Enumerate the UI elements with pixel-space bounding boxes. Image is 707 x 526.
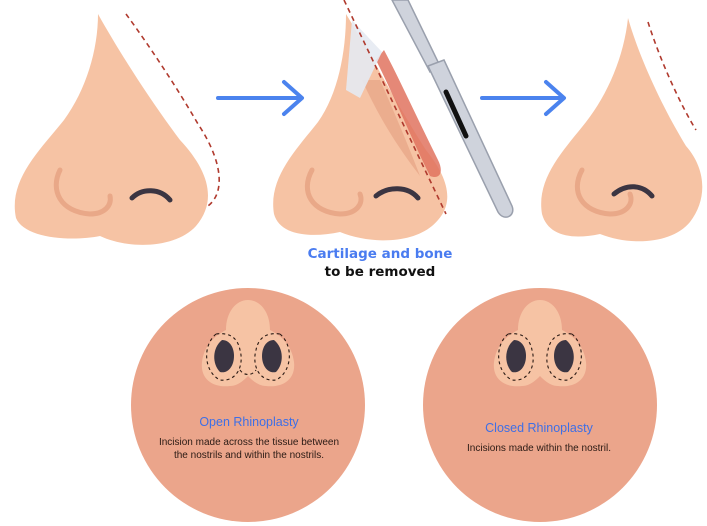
nostril bbox=[214, 340, 234, 373]
incision-line bbox=[239, 369, 257, 376]
closed-rhinoplasty-text: Closed Rhinoplasty Incisions made within… bbox=[444, 421, 634, 456]
open-rhinoplasty-description: Incision made across the tissue between … bbox=[158, 437, 340, 461]
nostril bbox=[611, 184, 655, 199]
nostril bbox=[129, 188, 173, 203]
nose-bottom-view bbox=[493, 300, 587, 387]
dashed-profile-line bbox=[125, 13, 220, 207]
closed-rhinoplasty-panel bbox=[423, 288, 657, 522]
nostril bbox=[262, 340, 282, 373]
closed-rhinoplasty-description: Incisions made within the nostril. bbox=[467, 443, 611, 454]
caption-title: Cartilage and bone bbox=[307, 246, 453, 262]
open-rhinoplasty-panel bbox=[131, 288, 365, 522]
nose-procedure bbox=[273, 0, 448, 241]
dashed-profile-line bbox=[647, 21, 697, 131]
open-rhinoplasty-text: Open Rhinoplasty Incision made across th… bbox=[154, 415, 344, 462]
nostril bbox=[373, 186, 421, 201]
scalpel-icon bbox=[391, 0, 514, 218]
arrow-right-icon bbox=[216, 80, 304, 116]
cartilage-region bbox=[376, 50, 441, 178]
caption-subtitle: to be removed bbox=[324, 264, 436, 280]
open-rhinoplasty-title: Open Rhinoplasty bbox=[199, 415, 299, 429]
arrow-right-icon bbox=[480, 80, 566, 116]
nostril bbox=[554, 340, 574, 373]
nose-after bbox=[541, 18, 703, 242]
nose-before bbox=[14, 13, 220, 245]
nose-bottom-view bbox=[201, 300, 295, 387]
bone-region bbox=[346, 20, 382, 98]
closed-rhinoplasty-title: Closed Rhinoplasty bbox=[485, 421, 593, 435]
dashed-cut-line bbox=[343, 0, 447, 215]
nostril bbox=[506, 340, 526, 373]
